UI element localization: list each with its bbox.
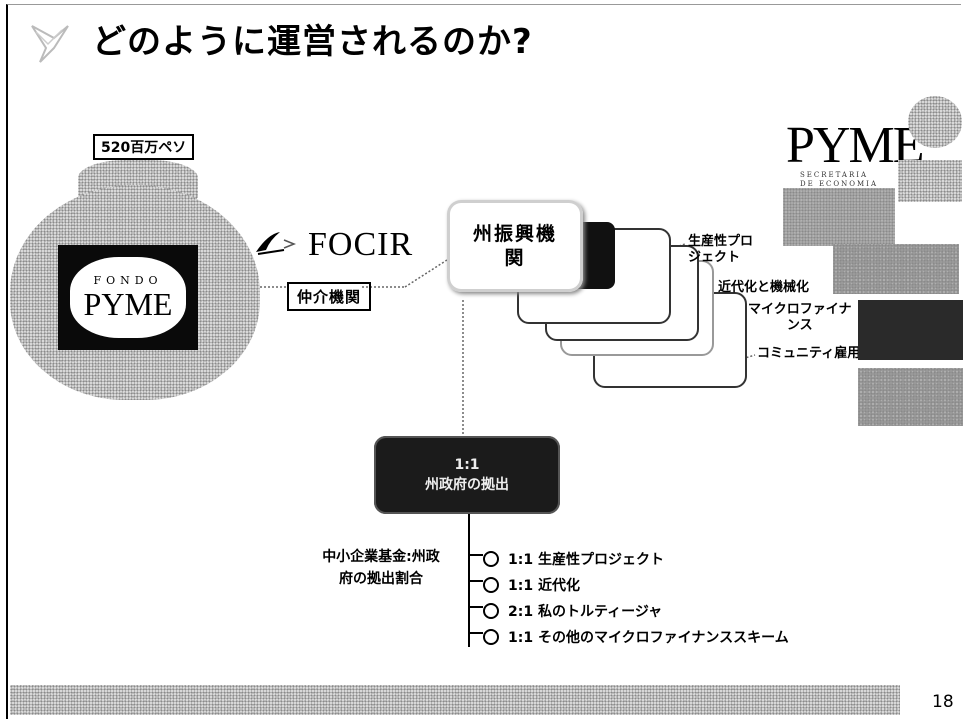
page-number: 18 (932, 692, 954, 712)
output-label-productive: 生産性プロジェクト (688, 234, 754, 265)
contribution-label: 州政府の拠出 (425, 477, 509, 493)
circle-bullet-icon (483, 603, 499, 619)
fund-amount-badge: 520百万ペソ (93, 134, 195, 160)
slide-title: どのように運営されるのか? (92, 22, 533, 62)
ratio-item: 1:1 生産性プロジェクト (483, 546, 789, 572)
photo-microfinance (858, 300, 963, 360)
intermediary-label: 仲介機関 (287, 282, 372, 311)
state-agency-box: 州振興機 関 (447, 200, 583, 292)
circle-bullet-icon (483, 577, 499, 593)
output-label-community: コミュニティ雇用 (757, 346, 861, 361)
ratio-header: 中小企業基金:州政 府の拠出割合 (322, 549, 440, 587)
circle-bullet-icon (483, 629, 499, 645)
output-label-modernization: 近代化と機械化 (718, 280, 810, 295)
slide-frame (6, 4, 961, 719)
photo-machinery (833, 244, 959, 294)
contribution-ratio: 1:1 (454, 457, 480, 473)
fondo-label: FONDO (93, 274, 163, 287)
circle-bullet-icon (483, 551, 499, 567)
ratio-item: 1:1 近代化 (483, 572, 789, 598)
fondo-pyme-logo: FONDO PYME (58, 245, 198, 350)
focir-logo-text: FOCIR (308, 226, 414, 263)
state-contribution-box: 1:1 州政府の拠出 (374, 436, 560, 514)
seal-image (908, 96, 962, 148)
state-agency-line2: 関 (504, 247, 526, 269)
pyme-label: PYME (83, 286, 173, 322)
ratio-item: 1:1 その他のマイクロファイナンススキーム (483, 624, 789, 650)
state-agency-line1: 州振興機 (472, 223, 557, 245)
ratio-list: 1:1 生産性プロジェクト 1:1 近代化 2:1 私のトルティージャ 1:1 … (483, 546, 789, 650)
ratio-item: 2:1 私のトルティージャ (483, 598, 789, 624)
focir-swoosh-icon (256, 232, 297, 255)
photo-thumb-1 (898, 160, 962, 202)
footer-bar (10, 685, 900, 715)
corner-logo-icon (31, 25, 69, 63)
output-label-microfinance: マイクロファイナンス (748, 302, 852, 333)
photo-community (858, 368, 963, 426)
photo-landscape (783, 188, 895, 246)
